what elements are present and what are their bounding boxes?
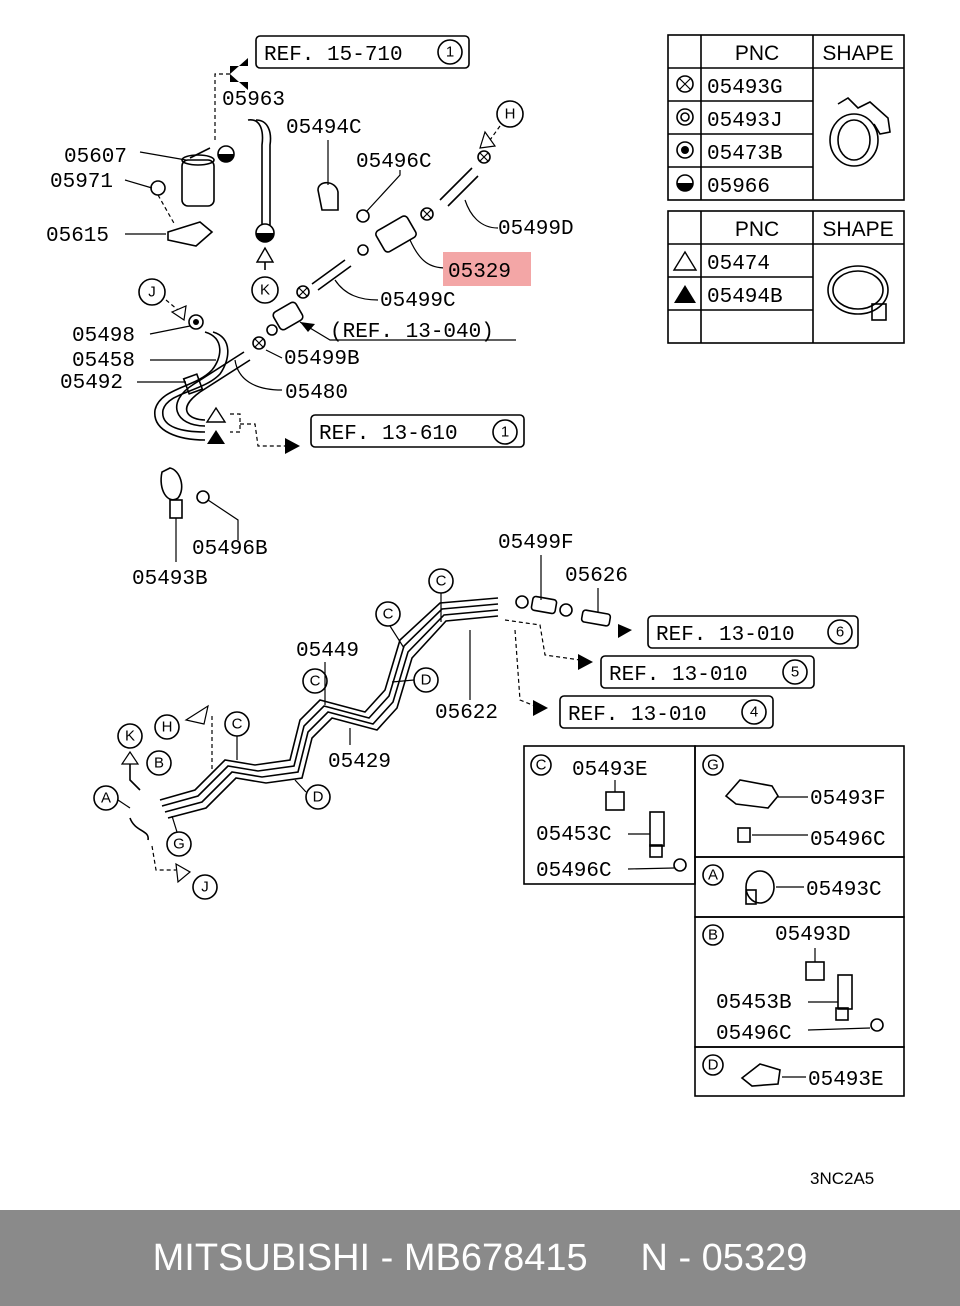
- svg-text:05496C: 05496C: [536, 860, 612, 883]
- svg-text:05622: 05622: [435, 702, 498, 725]
- triangle-outline-icon: [672, 250, 698, 271]
- parts-diagram: REF. 15-710 1 K 05963 05607 05971 05615 …: [46, 34, 905, 1188]
- svg-text:G: G: [707, 757, 719, 774]
- ref-13-010-4[interactable]: REF. 13-010 4: [559, 695, 774, 729]
- svg-text:D: D: [708, 1057, 719, 1074]
- svg-text:K: K: [125, 728, 135, 745]
- svg-text:C: C: [536, 757, 547, 774]
- detail-box-c: C 05493E 05453C 05496C: [523, 745, 696, 885]
- svg-text:05971: 05971: [50, 171, 113, 194]
- svg-text:05493C: 05493C: [806, 879, 882, 902]
- footer-text: MITSUBISHI - MB678415 N - 05329: [152, 1236, 808, 1279]
- highlight-05329: [443, 252, 531, 286]
- svg-text:K: K: [260, 282, 270, 299]
- svg-text:(REF. 13-040): (REF. 13-040): [330, 321, 494, 344]
- svg-text:05493G: 05493G: [707, 77, 783, 100]
- svg-text:A: A: [708, 867, 718, 884]
- svg-text:05966: 05966: [707, 176, 770, 199]
- diagram-code: 3NC2A5: [810, 1169, 874, 1188]
- ref-13-610[interactable]: REF. 13-610 1: [310, 414, 525, 448]
- svg-text:SHAPE: SHAPE: [822, 42, 893, 65]
- svg-text:05474: 05474: [707, 253, 770, 276]
- svg-text:REF. 15-710: REF. 15-710: [264, 44, 403, 67]
- letter-k-marker: [251, 276, 279, 304]
- svg-text:SHAPE: SHAPE: [822, 218, 893, 241]
- triangle-filled-icon: [674, 285, 696, 303]
- svg-text:6: 6: [836, 624, 844, 641]
- svg-text:05493F: 05493F: [810, 788, 886, 811]
- svg-text:05496C: 05496C: [810, 829, 886, 852]
- svg-text:5: 5: [791, 664, 799, 681]
- svg-text:05494B: 05494B: [707, 286, 783, 309]
- svg-text:05626: 05626: [565, 565, 628, 588]
- svg-text:G: G: [173, 836, 185, 853]
- svg-text:1: 1: [446, 44, 454, 61]
- svg-text:A: A: [101, 790, 111, 807]
- svg-text:PNC: PNC: [735, 218, 779, 241]
- svg-text:05499B: 05499B: [284, 348, 360, 371]
- svg-text:C: C: [232, 716, 243, 733]
- svg-text:05493D: 05493D: [775, 924, 851, 947]
- ref-15-710[interactable]: REF. 15-710 1: [255, 35, 470, 69]
- svg-text:05494C: 05494C: [286, 117, 362, 140]
- svg-text:PNC: PNC: [735, 42, 779, 65]
- svg-text:05453C: 05453C: [536, 824, 612, 847]
- dot-circle-icon: [676, 141, 694, 159]
- svg-text:B: B: [154, 755, 164, 772]
- svg-text:REF. 13-010: REF. 13-010: [656, 624, 795, 647]
- svg-text:05458: 05458: [72, 350, 135, 373]
- legend-table-2: PNC SHAPE 05474 05494B: [667, 210, 905, 344]
- svg-text:C: C: [436, 573, 447, 590]
- svg-text:H: H: [505, 106, 516, 123]
- detail-box-g: G 05493F 05496C: [694, 745, 905, 858]
- svg-text:05607: 05607: [64, 146, 127, 169]
- svg-text:REF. 13-010: REF. 13-010: [568, 704, 707, 727]
- svg-text:B: B: [708, 927, 718, 944]
- detail-box-d: D 05493E: [694, 1046, 905, 1097]
- svg-text:1: 1: [501, 424, 509, 441]
- svg-text:05493E: 05493E: [808, 1069, 884, 1092]
- svg-text:05499F: 05499F: [498, 532, 574, 555]
- svg-text:C: C: [310, 673, 321, 690]
- svg-text:J: J: [201, 879, 209, 896]
- svg-text:J: J: [148, 284, 156, 301]
- svg-text:4: 4: [750, 704, 758, 721]
- double-circle-icon: [676, 108, 694, 126]
- svg-text:C: C: [383, 606, 394, 623]
- svg-text:05493E: 05493E: [572, 759, 648, 782]
- svg-text:D: D: [421, 672, 432, 689]
- svg-text:D: D: [313, 789, 324, 806]
- svg-text:05498: 05498: [72, 325, 135, 348]
- svg-text:REF. 13-610: REF. 13-610: [319, 423, 458, 446]
- svg-text:05499C: 05499C: [380, 290, 456, 313]
- svg-text:05493J: 05493J: [707, 110, 783, 133]
- detail-box-b: B 05493D 05453B 05496C: [694, 916, 905, 1048]
- svg-text:05496C: 05496C: [716, 1023, 792, 1046]
- svg-text:05453B: 05453B: [716, 992, 792, 1015]
- legend-table-1: PNC SHAPE 05493G 05493J 05473B 05966: [667, 34, 905, 201]
- svg-text:05496C: 05496C: [356, 151, 432, 174]
- svg-text:05449: 05449: [296, 640, 359, 663]
- svg-text:05615: 05615: [46, 225, 109, 248]
- ref-13-010-6[interactable]: REF. 13-010 6: [647, 615, 859, 649]
- svg-text:05492: 05492: [60, 372, 123, 395]
- svg-text:05480: 05480: [285, 382, 348, 405]
- svg-text:05499D: 05499D: [498, 218, 574, 241]
- cross-circle-icon: [676, 75, 694, 93]
- svg-text:05493B: 05493B: [132, 568, 208, 591]
- svg-text:05496B: 05496B: [192, 538, 268, 561]
- svg-text:H: H: [162, 719, 173, 736]
- detail-box-a: A 05493C: [694, 856, 905, 918]
- footer-bar: MITSUBISHI - MB678415 N - 05329: [0, 1210, 960, 1306]
- ref-13-010-5[interactable]: REF. 13-010 5: [600, 655, 815, 689]
- svg-text:05473B: 05473B: [707, 143, 783, 166]
- svg-text:05429: 05429: [328, 751, 391, 774]
- svg-text:05963: 05963: [222, 89, 285, 112]
- part-05329-label[interactable]: 05329: [448, 261, 511, 284]
- svg-text:REF. 13-010: REF. 13-010: [609, 664, 748, 687]
